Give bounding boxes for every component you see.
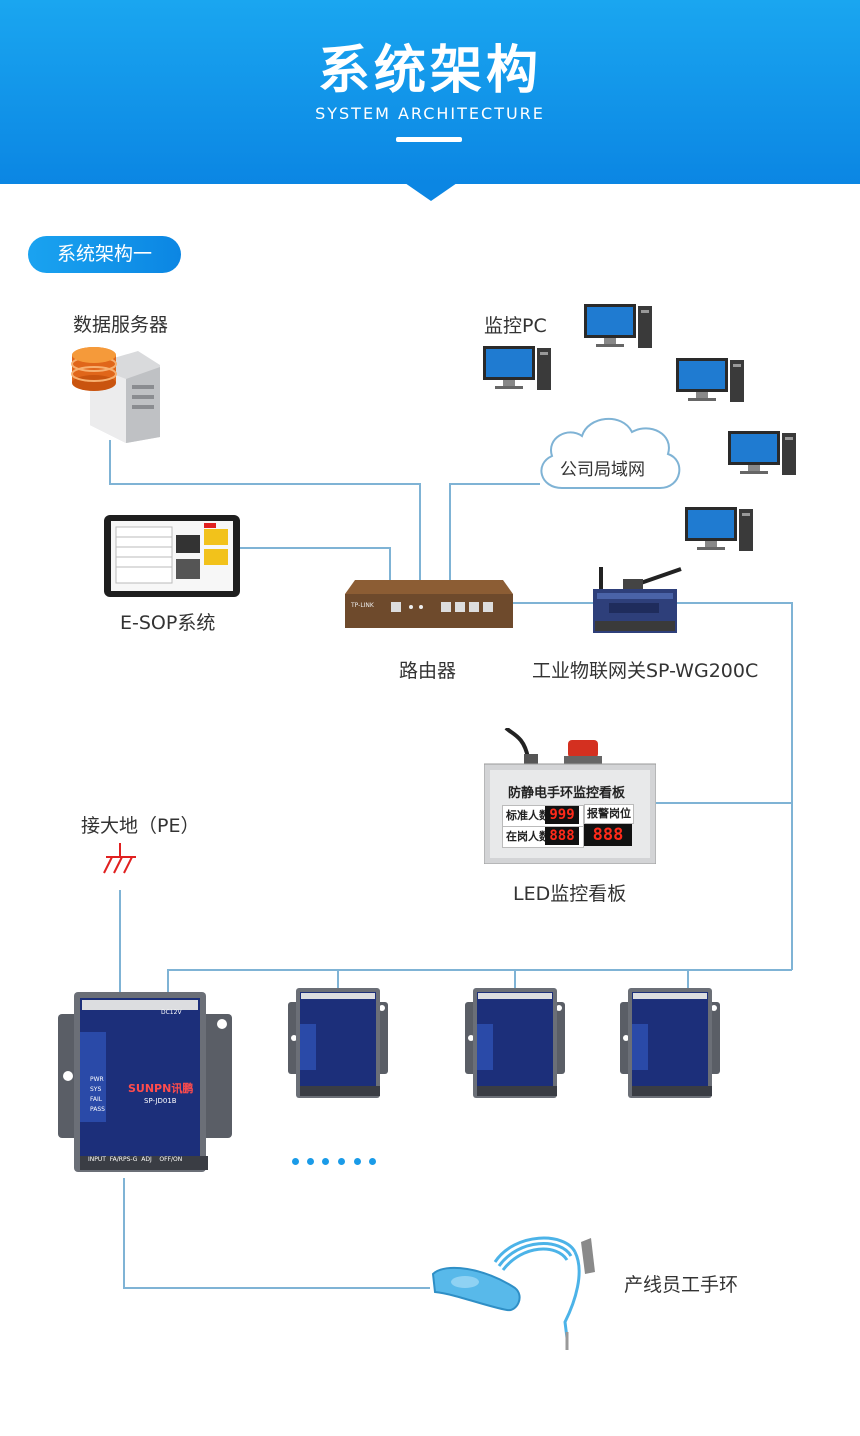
lan-label: 公司局域网	[560, 460, 645, 480]
module-led-fail: FAIL	[90, 1096, 103, 1103]
header-banner: 系统架构 SYSTEM ARCHITECTURE	[0, 0, 860, 184]
led-alarm-label: 报警岗位	[584, 804, 634, 824]
line-server-router	[109, 440, 421, 600]
led-alarm-value: 888	[584, 824, 632, 846]
monitor-pc-icon	[584, 304, 652, 348]
module-led-sys: SYS	[90, 1086, 102, 1093]
ellipsis-dot	[292, 1158, 299, 1165]
module-device-small	[620, 988, 720, 1098]
router-brand: TP-LINK	[350, 602, 375, 609]
router-label: 路由器	[399, 660, 457, 682]
module-device-small	[465, 988, 565, 1098]
server-label: 数据服务器	[73, 314, 169, 336]
wristband-label: 产线员工手环	[624, 1274, 739, 1296]
line-module-wristband	[123, 1178, 430, 1289]
section-label: 系统架构一	[28, 236, 181, 273]
led-row2-value: 888	[545, 827, 579, 845]
server-icon	[71, 347, 160, 443]
module-led-pwr: PWR	[90, 1076, 104, 1083]
header-underline	[396, 137, 462, 142]
ellipsis-dot	[338, 1158, 345, 1165]
line-lan-router	[449, 483, 540, 600]
esop-label: E-SOP系统	[120, 612, 216, 634]
page-subtitle: SYSTEM ARCHITECTURE	[315, 104, 545, 123]
header-notch	[405, 183, 457, 201]
page-title: 系统架构	[317, 41, 542, 101]
monitor-pc-icon	[685, 507, 753, 551]
module-model: SP-JD01B	[144, 1097, 177, 1105]
module-port-adj: ADJ	[141, 1156, 152, 1163]
ground-symbol-icon	[103, 843, 136, 874]
ellipsis-dot	[354, 1158, 361, 1165]
router-icon: TP-LINK	[345, 580, 513, 628]
monitor-pc-icon	[676, 358, 744, 402]
module-led-list: PWR SYS FAIL PASS	[90, 1075, 105, 1115]
module-device-small	[288, 988, 388, 1098]
led-panel-title: 防静电手环监控看板	[508, 786, 626, 801]
cloud-icon	[540, 417, 681, 489]
led-board-label: LED监控看板	[513, 883, 627, 905]
line-module-bus	[167, 969, 792, 1000]
module-led-pass: PASS	[90, 1106, 105, 1113]
ellipsis-dot	[369, 1158, 376, 1165]
led-row1-label: 标准人数	[506, 809, 550, 822]
module-port-farps: FA/RPS-G	[109, 1156, 138, 1163]
monitor-pc-icon	[483, 346, 551, 390]
led-row1-value: 999	[545, 806, 579, 824]
module-device-large	[58, 992, 232, 1172]
ground-label: 接大地（PE）	[81, 815, 200, 837]
module-power-label: DC12V	[161, 1009, 182, 1016]
led-row2-label: 在岗人数	[506, 830, 550, 843]
tablet-icon	[104, 515, 240, 597]
gateway-label: 工业物联网关SP-WG200C	[532, 660, 759, 682]
wristband-icon	[431, 1236, 595, 1350]
monitor-pc-icon	[728, 431, 796, 475]
module-bottom-labels: INPUT FA/RPS-G ADJ OFF/ON	[88, 1156, 182, 1163]
gateway-icon	[593, 567, 682, 633]
module-port-input: INPUT	[88, 1156, 106, 1163]
ellipsis-dot	[322, 1158, 329, 1165]
module-brand: SUNPN讯鹏	[128, 1082, 194, 1095]
module-port-offon: OFF/ON	[159, 1156, 183, 1163]
monitor-pc-label: 监控PC	[484, 315, 547, 337]
ellipsis-dot	[307, 1158, 314, 1165]
